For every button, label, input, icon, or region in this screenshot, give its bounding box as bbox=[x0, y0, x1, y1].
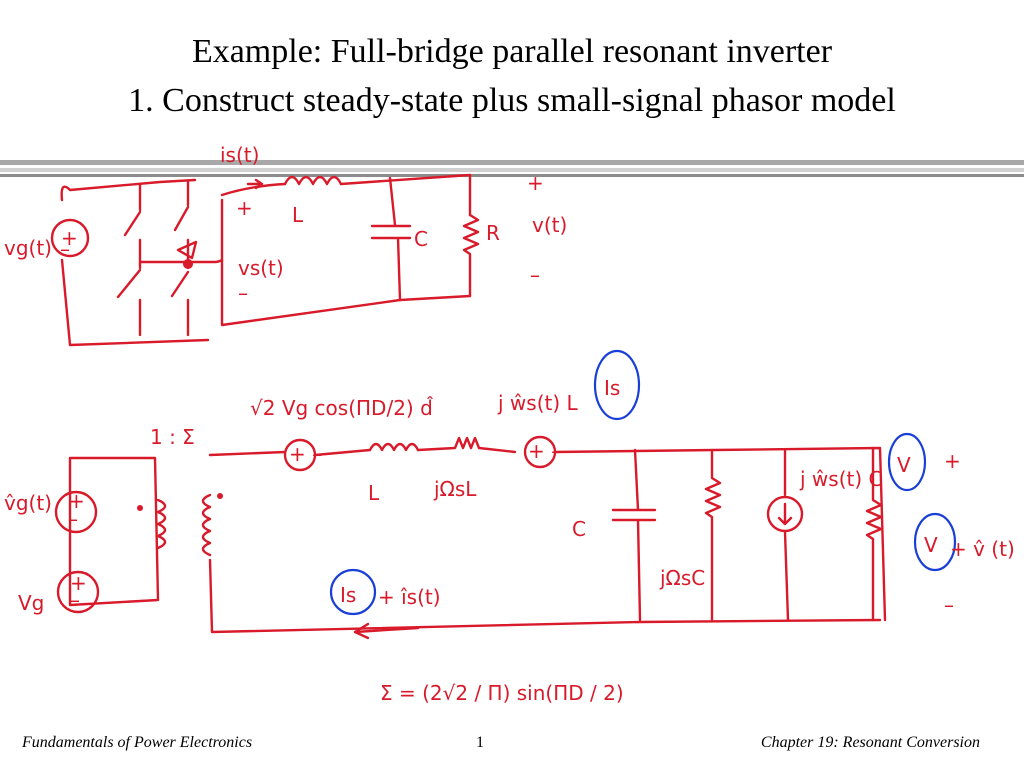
circle-Is-top bbox=[593, 349, 641, 421]
svg-text:+: + bbox=[68, 489, 85, 513]
label-is-hat: + îs(t) bbox=[378, 585, 441, 609]
label-minus-bottom: – bbox=[944, 593, 954, 617]
resistor-shunt bbox=[704, 450, 722, 622]
svg-text:–: – bbox=[60, 237, 70, 261]
current-source-icon bbox=[766, 495, 804, 533]
footer-chapter: Chapter 19: Resonant Conversion bbox=[760, 734, 980, 751]
label-plus-bottom: + bbox=[944, 449, 961, 473]
circle-V-top bbox=[887, 432, 927, 492]
label-Is-top: Is bbox=[604, 376, 620, 400]
switch-leg-right bbox=[170, 180, 190, 337]
transformer-primary bbox=[156, 498, 167, 550]
label-jws-right: j ŵs(t) C bbox=[799, 467, 882, 491]
circle-Is-bottom bbox=[329, 568, 377, 616]
slide-title-line-2: 1. Construct steady-state plus small-sig… bbox=[128, 82, 896, 119]
transformer-secondary bbox=[201, 493, 212, 557]
capacitor-bottom bbox=[611, 448, 657, 622]
inductor-bottom bbox=[368, 442, 420, 452]
bottom-circuit: + – + – v̂g(t) Vg 1 : Σ + – + – √2 bbox=[4, 349, 1015, 705]
label-vg-hat: v̂g(t) bbox=[4, 491, 52, 515]
footer-page-number: 1 bbox=[476, 734, 484, 751]
label-jws-top: j ŵs(t) L bbox=[497, 391, 578, 415]
label-minus-vt: – bbox=[530, 263, 540, 287]
title-rule-middle bbox=[0, 168, 1024, 172]
dc-source-vg-icon bbox=[56, 570, 100, 614]
label-Is-bottom: Is bbox=[340, 583, 356, 607]
label-minus-top: – bbox=[238, 281, 248, 305]
title-rule-bottom bbox=[0, 174, 1024, 177]
label-turns-ratio: 1 : Σ bbox=[150, 425, 195, 449]
svg-text:–: – bbox=[70, 588, 80, 612]
label-is: is(t) bbox=[220, 143, 259, 167]
resistor-series bbox=[416, 436, 517, 454]
label-jwsL: jΩsL bbox=[433, 477, 477, 501]
svg-text:–: – bbox=[68, 507, 78, 531]
label-V-top: V bbox=[897, 453, 911, 477]
svg-text:+: + bbox=[70, 571, 87, 595]
title-rule-top bbox=[0, 160, 1024, 165]
label-vg: vg(t) bbox=[4, 236, 52, 260]
switch-leg-left bbox=[116, 183, 142, 337]
label-C-bottom: C bbox=[572, 517, 586, 541]
circle-V-bottom bbox=[913, 512, 957, 572]
slide-title-line-1: Example: Full-bridge parallel resonant i… bbox=[191, 33, 833, 70]
capacitor-top bbox=[370, 176, 412, 302]
equation-sigma: Σ = (2√2 / Π) sin(ΠD / 2) bbox=[380, 681, 624, 705]
inductor-top bbox=[283, 175, 343, 186]
label-vs: vs(t) bbox=[238, 256, 284, 280]
label-V-bottom: V bbox=[924, 533, 938, 557]
label-source-top: √2 Vg cos(ΠD/2) d̂ bbox=[250, 396, 433, 420]
top-circuit: + – is(t) vg(t) + L vs(t) – C R + v(t) – bbox=[4, 143, 567, 347]
resistor-top bbox=[462, 213, 480, 298]
label-v-hat: + v̂ (t) bbox=[950, 537, 1015, 561]
label-plus-top: + bbox=[236, 196, 253, 220]
label-R-top: R bbox=[486, 221, 500, 245]
dc-source-icon bbox=[50, 218, 90, 258]
ac-source-icon bbox=[54, 490, 98, 534]
resistor-load bbox=[865, 446, 883, 622]
footer-book-title: Fundamentals of Power Electronics bbox=[22, 734, 253, 751]
label-jwsC: jΩsC bbox=[659, 566, 705, 590]
label-C-top: C bbox=[414, 227, 428, 251]
label-L-bottom: L bbox=[368, 481, 380, 505]
label-L-top: L bbox=[292, 203, 304, 227]
svg-text:+: + bbox=[61, 226, 78, 250]
label-vt: v(t) bbox=[532, 213, 567, 237]
label-plus-vt: + bbox=[527, 171, 544, 195]
label-Vg: Vg bbox=[18, 591, 44, 615]
